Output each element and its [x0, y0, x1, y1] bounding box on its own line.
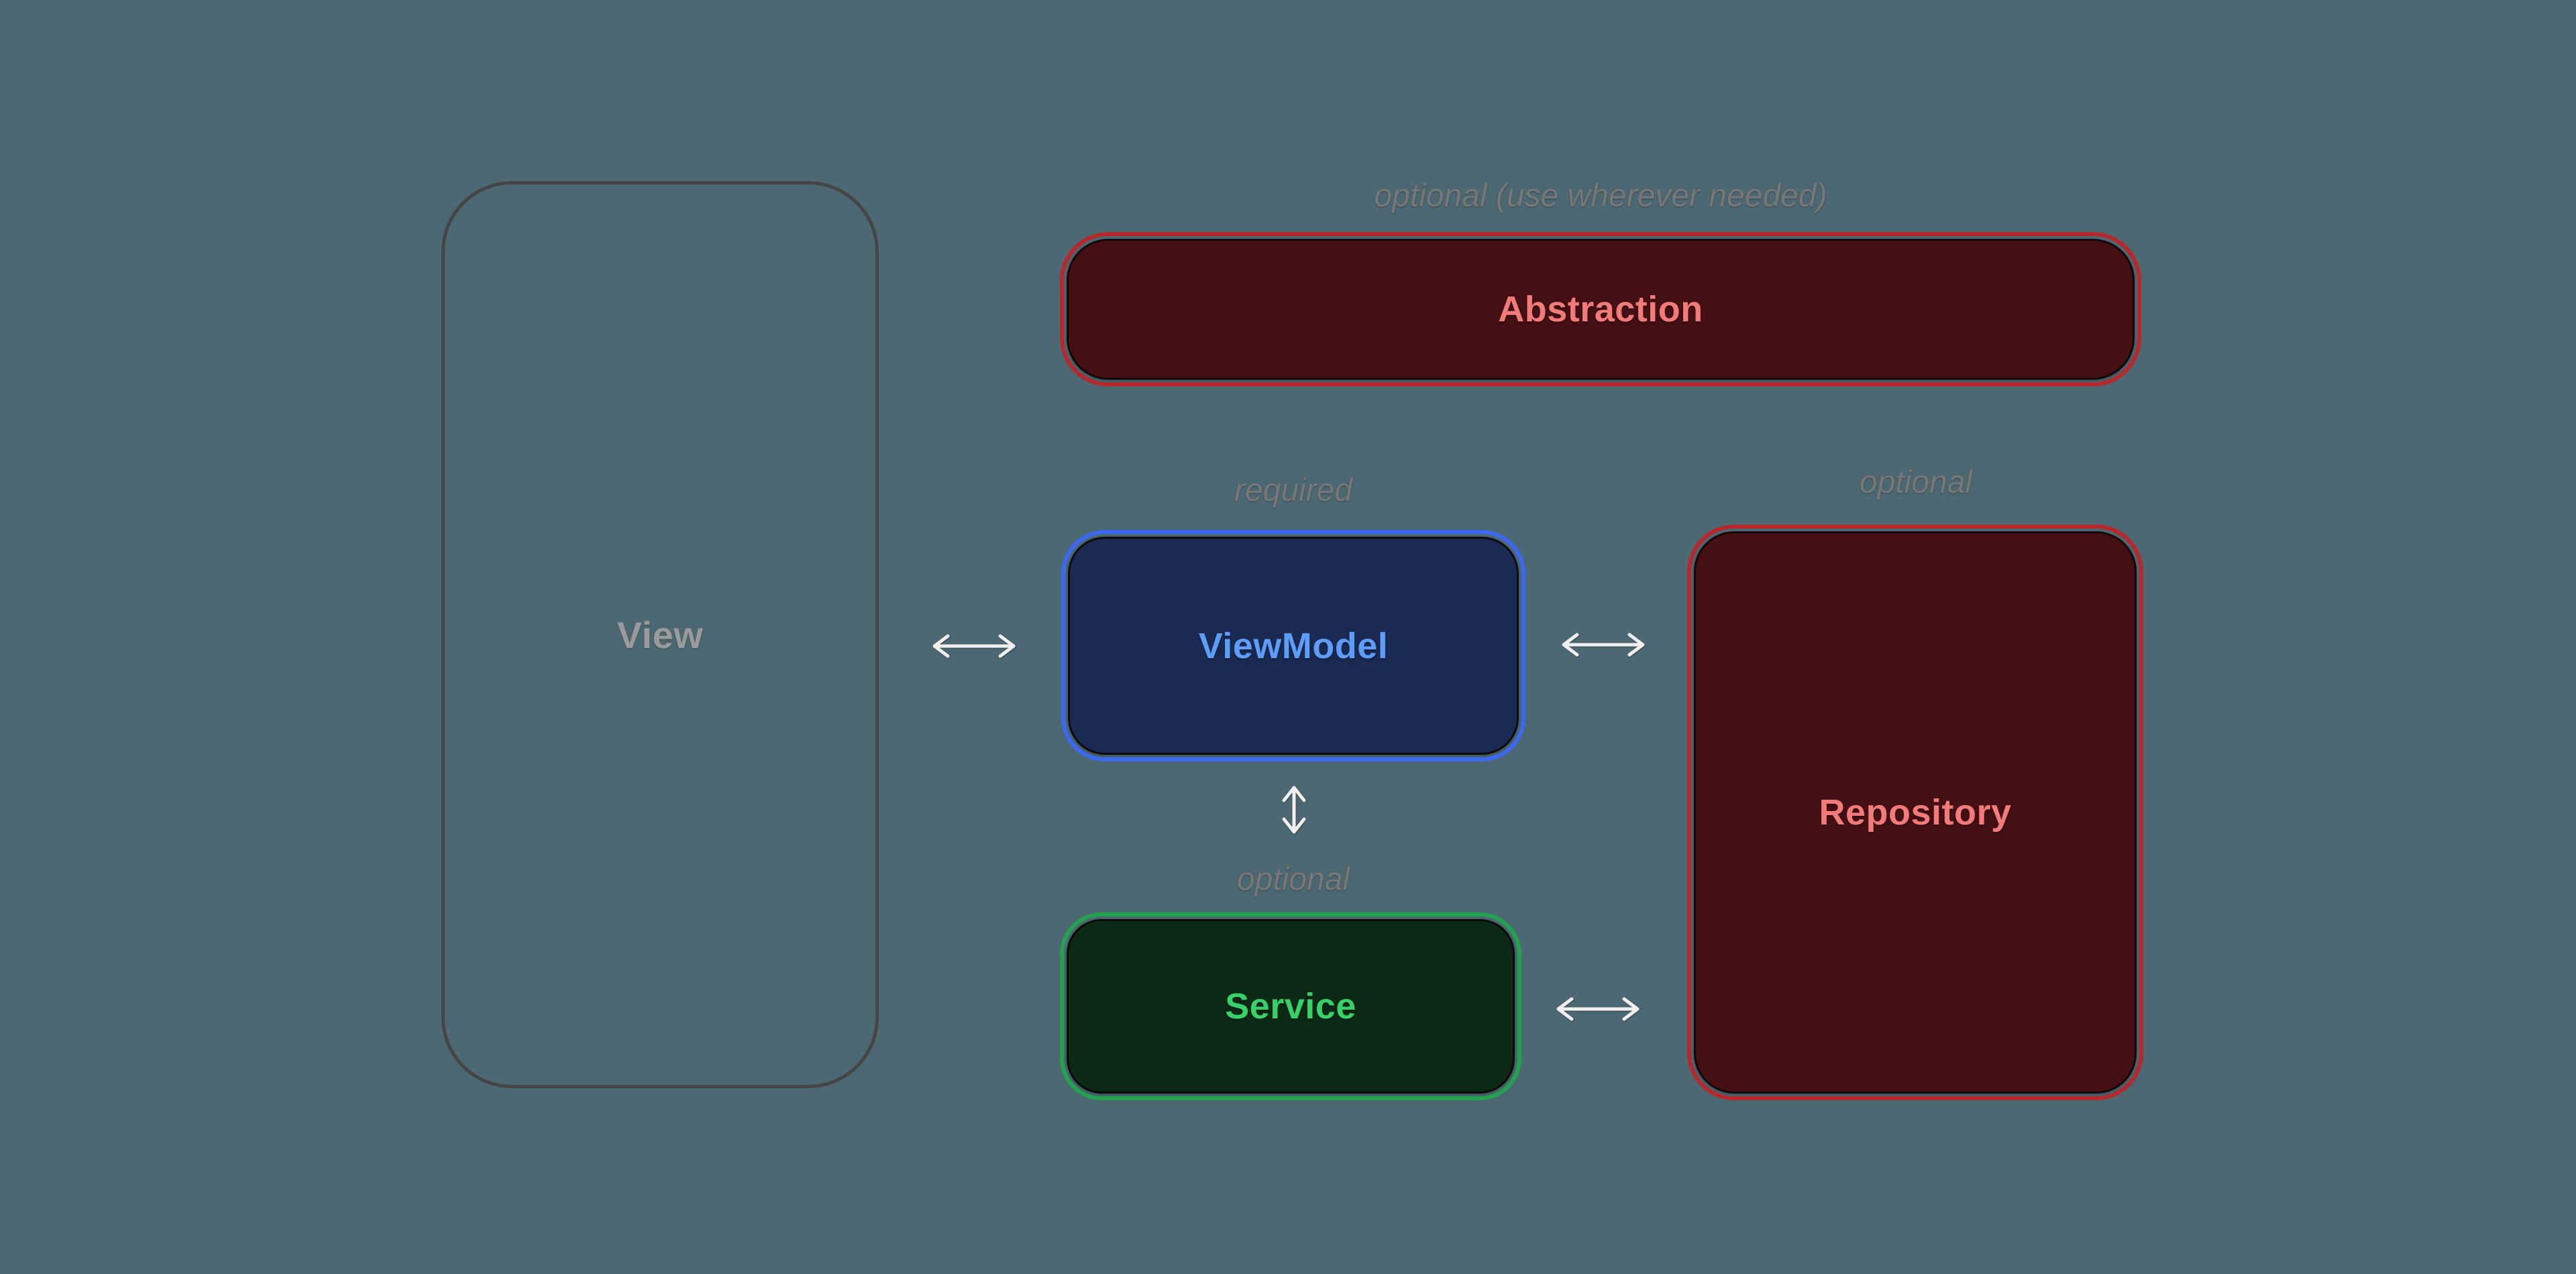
connector-viewmodel-repository-double-arrow-icon	[1559, 631, 1648, 658]
double-arrow-icon	[1282, 786, 1306, 834]
node-view: View	[441, 181, 879, 1088]
node-view-label: View	[616, 613, 704, 656]
node-abstraction: Abstraction	[1060, 232, 2141, 386]
double-arrow-icon	[1556, 997, 1640, 1021]
node-viewmodel: ViewModel	[1061, 530, 1525, 761]
annotation-repository-optional: optional	[1859, 464, 1973, 500]
annotation-viewmodel-required: required	[1234, 472, 1353, 509]
connector-service-repository-double-arrow-icon	[1554, 996, 1642, 1022]
node-abstraction-label: Abstraction	[1498, 289, 1703, 329]
node-service: Service	[1060, 912, 1521, 1100]
double-arrow-icon	[1562, 633, 1645, 657]
node-service-label: Service	[1225, 986, 1356, 1026]
node-viewmodel-label: ViewModel	[1198, 625, 1389, 666]
annotation-abstraction-optional: optional (use wherever needed)	[1374, 178, 1827, 214]
node-repository: Repository	[1687, 525, 2143, 1100]
connector-view-viewmodel-double-arrow-icon	[930, 633, 1018, 659]
annotation-service-optional: optional	[1236, 861, 1350, 898]
connector-viewmodel-service-double-arrow-icon	[1281, 784, 1307, 836]
double-arrow-icon	[932, 634, 1016, 658]
node-repository-label: Repository	[1819, 792, 2012, 833]
